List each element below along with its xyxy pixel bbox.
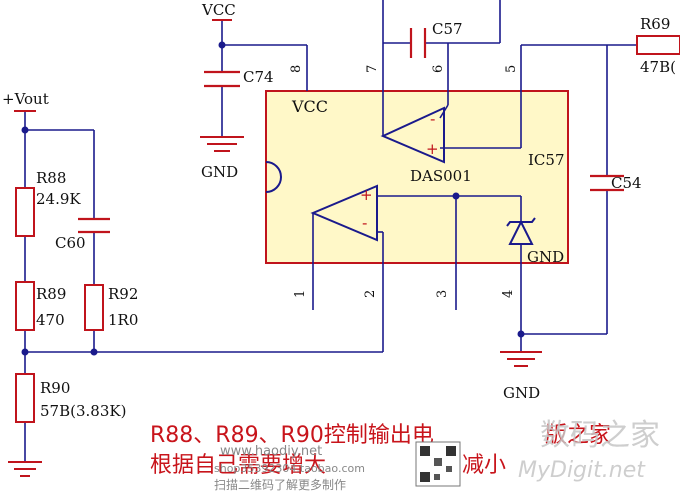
- watermark-shop: shop35392304.taobao.com: [214, 462, 365, 475]
- gnd-left-label: GND: [201, 163, 238, 181]
- lower-opamp-net: [312, 195, 522, 352]
- opamp-lower: [310, 184, 378, 242]
- capacitor-c60: [78, 217, 110, 234]
- junction-dot-4: [21, 348, 29, 356]
- note-line-2-tail: 减小: [462, 453, 506, 478]
- zener-diode: [506, 217, 536, 245]
- watermark-scan: 扫描二维码了解更多制作: [214, 478, 346, 492]
- c60-label: C60: [55, 234, 86, 252]
- gnd-symbol-left: [200, 136, 244, 152]
- capacitor-c57: [409, 28, 427, 58]
- capacitor-c74: [204, 70, 240, 88]
- note-line-1-tail: 版之家: [545, 423, 611, 448]
- qr-code-icon: [415, 441, 461, 487]
- r89-name: R89: [36, 285, 66, 303]
- resistor-r90: [15, 373, 35, 423]
- c57-label: C57: [432, 20, 463, 38]
- resistor-r69: [636, 35, 680, 55]
- vcc-net: [221, 20, 308, 137]
- watermark-site-haodiy: www.haodiy.net: [220, 444, 322, 459]
- r69-name: R69: [640, 15, 670, 33]
- c54-label: C54: [611, 174, 642, 192]
- gnd-symbol-left-bottom: [8, 461, 42, 477]
- pin-3-label: 3: [435, 290, 450, 298]
- junction-dot-1: [452, 192, 460, 200]
- output-net: [440, 44, 637, 335]
- r88-name: R88: [36, 169, 66, 187]
- junction-dot-6: [218, 41, 226, 49]
- r88-value: 24.9K: [36, 190, 81, 208]
- r69-value: 47B(: [640, 58, 676, 76]
- r92-name: R92: [108, 285, 138, 303]
- pin-1-label: 1: [293, 290, 308, 298]
- pin-6-label: 6: [431, 65, 446, 73]
- watermark-mydigit-cn: 数码之家: [540, 418, 660, 453]
- vout-label: +Vout: [2, 90, 49, 108]
- r90-value: 57B(3.83K): [40, 402, 126, 420]
- junction-dot-2: [517, 330, 525, 338]
- note-line-2: 根据自己需要增大: [150, 453, 326, 478]
- watermark-mydigit-en: MyDigit.net: [518, 458, 646, 483]
- ic-part-label: DAS001: [410, 167, 472, 185]
- pin-2-label: 2: [363, 290, 378, 298]
- c74-label: C74: [243, 68, 274, 86]
- pin-4-label: 4: [501, 290, 516, 298]
- opamp-upper: [380, 106, 445, 164]
- junction-dot-3: [21, 126, 29, 134]
- opamp-upper-minus: -: [430, 110, 435, 128]
- gnd-symbol-bottom: [500, 351, 542, 367]
- pin-7-label: 7: [365, 65, 380, 73]
- r89-value: 470: [36, 311, 65, 329]
- note-line-1: R88、R89、R90控制输出电: [150, 423, 434, 448]
- capacitor-c54: [590, 174, 624, 192]
- junction-dot-5: [90, 348, 98, 356]
- ic-ref-label: IC57: [528, 151, 565, 169]
- resistor-r88: [15, 187, 35, 237]
- ic-notch: [265, 161, 282, 193]
- opamp-lower-plus: +: [360, 186, 373, 204]
- ic-vcc-label: VCC: [291, 97, 328, 116]
- vcc-top-label: VCC: [201, 1, 236, 19]
- resistor-r92: [84, 284, 104, 331]
- gnd-bottom-label: GND: [503, 384, 540, 402]
- pin-5-label: 5: [504, 65, 519, 73]
- resistor-r89: [15, 281, 35, 331]
- opamp-lower-minus: -: [362, 214, 367, 232]
- ic-gnd-label: GND: [527, 248, 564, 266]
- feedback-net: [24, 111, 383, 462]
- pin-8-label: 8: [289, 65, 304, 73]
- r92-value: 1R0: [108, 311, 138, 329]
- opamp-upper-plus: +: [426, 140, 439, 158]
- r90-name: R90: [40, 379, 70, 397]
